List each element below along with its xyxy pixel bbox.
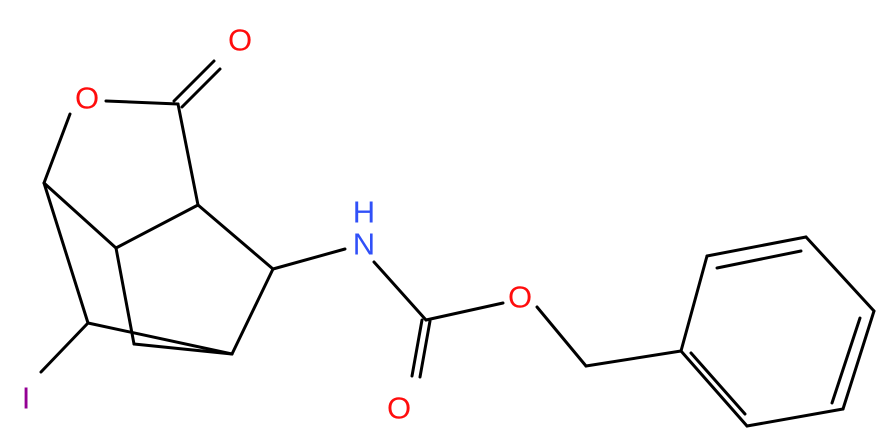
bond-carbamate-carbonyl-double-2 [418,319,432,379]
bond-phenyl-4 [841,309,876,411]
bond-alpha-carbon-to-amine-carbon [196,203,275,271]
bond-lactone-carbonyl-double-2 [180,67,222,109]
bond-carbon-to-iodine [39,321,90,374]
bond-carbamate-carbonyl-double-1 [410,318,424,378]
bond-central-to-alpha-carbon [114,203,200,250]
atom-nitrogen: N [353,227,375,262]
bond-amine-carbon-to-bridge-carbon [230,267,275,356]
bond-phenyl-inner-2 [830,316,862,405]
bond-ester-oxygen-to-methylene [535,305,588,368]
bond-central-to-back-carbon [114,246,136,346]
bond-lactone-carbonyl-double-1 [172,59,216,103]
atom-nitrogen-hydrogen: H [353,195,375,230]
bond-ring-oxygen-to-bridgehead [42,112,72,185]
atom-ring-oxygen: O [75,81,99,116]
bond-bridgehead-to-iodo-carbon [42,181,90,325]
atom-lactone-carbonyl-oxygen: O [228,23,252,58]
atom-iodine: I [22,381,31,416]
atom-ester-oxygen: O [508,280,532,315]
bond-phenyl-6 [679,349,749,428]
bond-nitrogen-to-carbamate-carbon [372,260,428,322]
atom-carbamate-carbonyl-oxygen: O [387,391,411,426]
bond-carbonyl-carbon-to-alpha-carbon [176,102,200,207]
bond-phenyl-5 [745,407,845,428]
bond-carbamate-carbon-to-ester-oxygen [424,301,505,322]
bond-ring-oxygen-to-carbonyl-carbon [104,99,180,106]
bond-phenyl-2 [705,235,808,258]
bond-phenyl-1 [679,254,709,353]
bond-bridgehead-to-central [42,181,118,250]
bond-phenyl-inner-1 [715,249,803,270]
bond-back-carbon-to-bridge-carbon [132,342,234,356]
bonds [39,59,876,428]
bond-phenyl-3 [804,235,876,313]
bond-iodo-carbon-to-bridge-carbon [86,321,234,356]
bond-carbon-to-nitrogen [271,247,347,271]
bond-phenyl-inner-3 [689,351,747,416]
atom-labels: O O H N O O I [22,23,532,426]
bond-methylene-to-phenyl [584,349,683,368]
